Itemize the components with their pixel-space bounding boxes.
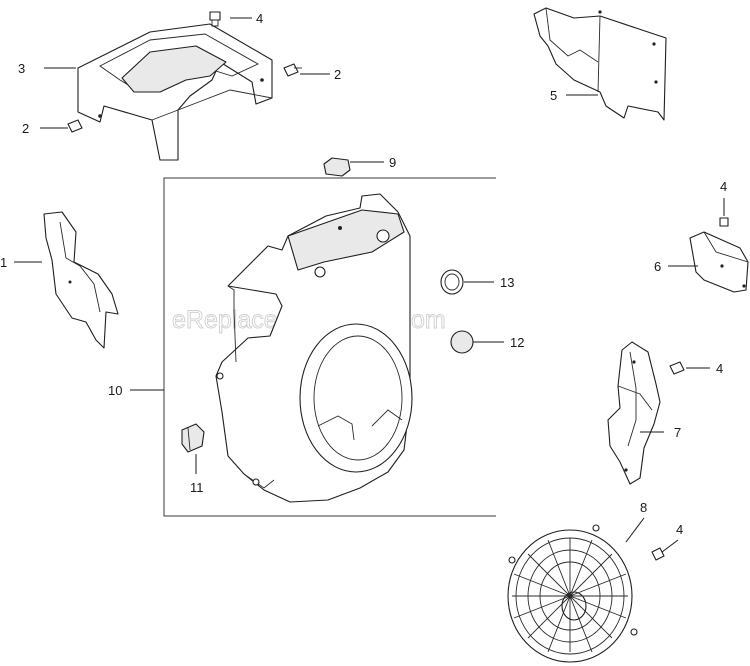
callout-9: 9 [389,155,396,170]
part-4-screw-6 [719,217,729,227]
callout-6: 6 [654,259,661,274]
part-8-fan-grille [507,524,638,663]
part-6-guard [689,231,749,293]
part-10-blower-housing [215,193,413,503]
part-12-plug [450,330,474,354]
callout-7: 7 [674,425,681,440]
part-11-grommet [181,423,205,453]
callout-1: 1 [0,255,7,270]
part-2-screw-right [283,63,302,77]
callout-12: 12 [510,335,524,350]
callout-10: 10 [108,383,122,398]
callout-5: 5 [550,88,557,103]
callout-2-right: 2 [334,67,341,82]
callout-4-part7: 4 [716,361,723,376]
callout-11: 11 [190,480,204,495]
part-9-clip [323,157,351,177]
callout-4-part8: 4 [676,522,683,537]
callout-13: 13 [500,275,514,290]
part-5-side-baffle [533,7,667,121]
part-10-frame [163,177,496,517]
part-2-screw-left [67,119,83,133]
part-1-left-baffle [43,211,119,349]
part-3-upper-shroud [77,23,273,161]
part-13-plug [440,269,464,295]
part-7-bracket [607,341,661,485]
leader-lines [14,17,725,553]
part-4-screw-top [209,11,221,27]
part-4-screw-7 [669,361,685,375]
callout-labels: 4 3 2 2 5 9 4 6 1 13 12 4 10 7 11 8 4 [0,11,727,537]
part-4-screw-8 [651,547,665,561]
callout-4-top: 4 [256,11,263,26]
callout-4-part6: 4 [720,179,727,194]
callout-8: 8 [640,500,647,515]
callout-2-left: 2 [22,121,29,136]
callout-3: 3 [18,61,25,76]
